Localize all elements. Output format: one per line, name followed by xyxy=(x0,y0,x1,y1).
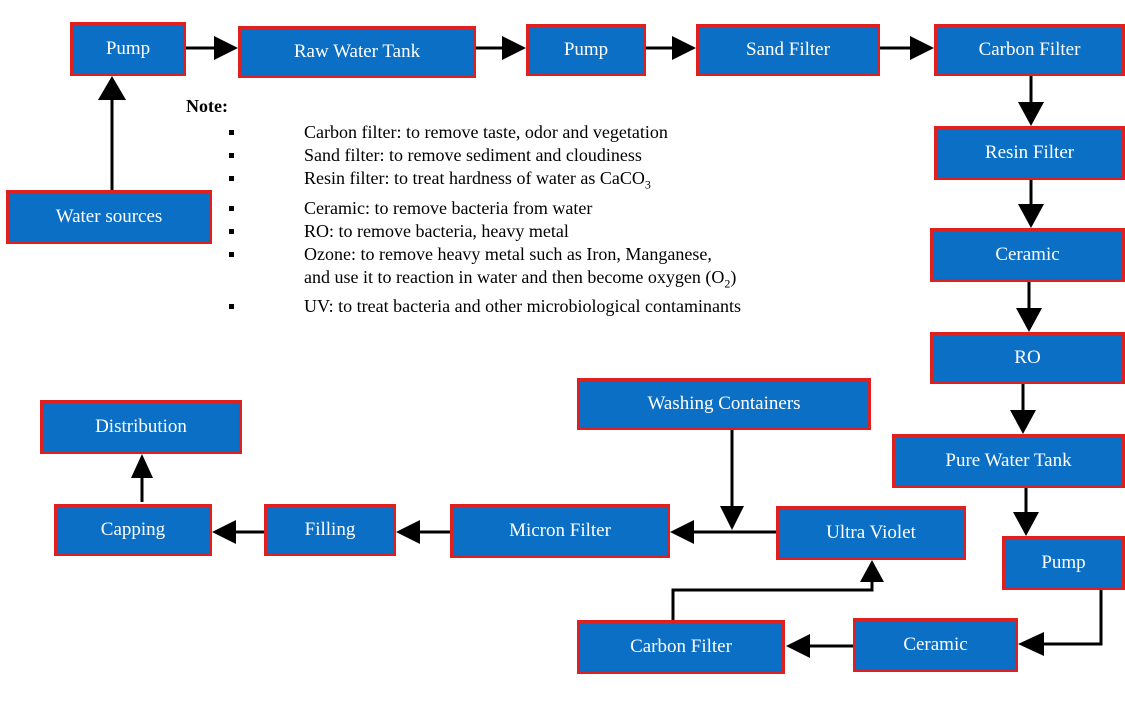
note-text: Resin filter: to treat hardness of water… xyxy=(304,168,645,188)
note-list: Carbon filter: to remove taste, odor and… xyxy=(226,121,741,318)
note-text: Ceramic: to remove bacteria from water xyxy=(304,197,593,218)
box-ceramic-bottom: Ceramic xyxy=(853,618,1018,672)
arrowhead xyxy=(910,36,934,60)
box-label: Ultra Violet xyxy=(826,522,916,543)
arrowhead xyxy=(672,36,696,60)
box-label: Filling xyxy=(304,519,356,540)
note-item: RO: to remove bacteria, heavy metal xyxy=(226,220,741,243)
box-distribution: Distribution xyxy=(40,400,242,454)
bullet-icon xyxy=(229,153,234,158)
box-label: Pump xyxy=(1041,552,1086,573)
note-item: Ceramic: to remove bacteria from water xyxy=(226,197,741,220)
arrowhead xyxy=(212,520,236,544)
box-ro: RO xyxy=(930,332,1125,384)
note-item: Ozone: to remove heavy metal such as Iro… xyxy=(226,243,741,296)
box-pump-2: Pump xyxy=(526,24,646,76)
note-text: and use it to reaction in water and then… xyxy=(304,266,725,287)
box-label: Pump xyxy=(105,38,151,59)
note-item: Sand filter: to remove sediment and clou… xyxy=(226,144,741,167)
note-text: RO: to remove bacteria, heavy metal xyxy=(304,220,569,241)
box-pump-3: Pump xyxy=(1002,536,1125,590)
box-label: RO xyxy=(1014,347,1041,368)
box-carbon-filter-bottom: Carbon Filter xyxy=(577,620,785,674)
box-micron-filter: Micron Filter xyxy=(450,504,670,558)
box-carbon-filter-top: Carbon Filter xyxy=(934,24,1125,76)
box-filling: Filling xyxy=(264,504,396,556)
arrowhead xyxy=(720,506,744,530)
box-raw-water-tank: Raw Water Tank xyxy=(238,26,476,78)
bullet-icon xyxy=(229,176,234,181)
box-label: Capping xyxy=(100,519,166,540)
arrowhead xyxy=(1013,512,1039,536)
arrowhead xyxy=(860,560,884,582)
subscript: 3 xyxy=(644,177,651,192)
arrowhead xyxy=(131,454,153,478)
bullet-icon xyxy=(229,304,234,310)
arrowhead xyxy=(1018,632,1044,656)
arrowhead xyxy=(396,520,420,544)
box-sand-filter: Sand Filter xyxy=(696,24,880,76)
arrowhead xyxy=(1018,204,1044,228)
subscript: 2 xyxy=(724,276,731,291)
note-title: Note: xyxy=(186,96,228,116)
box-pump-1: Pump xyxy=(70,22,186,76)
box-label: Ceramic xyxy=(903,634,968,655)
box-label: Carbon Filter xyxy=(630,636,732,657)
note-text: ) xyxy=(730,266,737,287)
box-label: Micron Filter xyxy=(509,520,611,541)
note-text: UV: to treat bacteria and other microbio… xyxy=(304,296,742,317)
box-label: Distribution xyxy=(95,416,187,437)
note-text: Carbon filter: to remove taste, odor and… xyxy=(304,122,668,142)
box-label: Carbon Filter xyxy=(978,39,1081,60)
arrowhead xyxy=(670,520,694,544)
box-water-sources: Water sources xyxy=(6,190,212,244)
box-label: Sand Filter xyxy=(746,39,830,60)
box-label: Pump xyxy=(563,39,609,60)
arrowhead xyxy=(1018,102,1044,126)
arrow-pump-to-ceramic xyxy=(1040,590,1103,646)
box-label: Water sources xyxy=(55,206,163,227)
arrowhead xyxy=(1016,308,1042,332)
arrowhead xyxy=(214,36,238,60)
box-ceramic-right: Ceramic xyxy=(930,228,1125,282)
box-capping: Capping xyxy=(54,504,212,556)
box-pure-water-tank: Pure Water Tank xyxy=(892,434,1125,488)
bullet-icon xyxy=(229,130,234,135)
note-item: Carbon filter: to remove taste, odor and… xyxy=(226,121,741,144)
bullet-icon xyxy=(229,251,234,257)
arrowhead xyxy=(98,76,126,100)
arrowhead xyxy=(502,36,526,60)
note-text: Ozone: to remove heavy metal such as Iro… xyxy=(304,243,712,264)
note-item: UV: to treat bacteria and other microbio… xyxy=(226,295,741,318)
box-label: Raw Water Tank xyxy=(293,41,421,62)
box-label: Resin Filter xyxy=(984,142,1075,163)
bullet-icon xyxy=(229,228,234,234)
box-label: Pure Water Tank xyxy=(945,450,1072,471)
bullet-icon xyxy=(229,205,234,211)
box-ultra-violet: Ultra Violet xyxy=(776,506,966,560)
arrowhead xyxy=(1010,410,1036,434)
box-resin-filter: Resin Filter xyxy=(934,126,1125,180)
note-text: Sand filter: to remove sediment and clou… xyxy=(304,145,642,165)
note-item: Resin filter: to treat hardness of water… xyxy=(226,167,741,197)
box-label: Washing Containers xyxy=(647,393,801,414)
box-label: Ceramic xyxy=(995,244,1060,265)
arrow-carbon-to-uv xyxy=(671,578,874,620)
arrowhead xyxy=(786,634,810,658)
box-washing-containers: Washing Containers xyxy=(577,378,871,430)
